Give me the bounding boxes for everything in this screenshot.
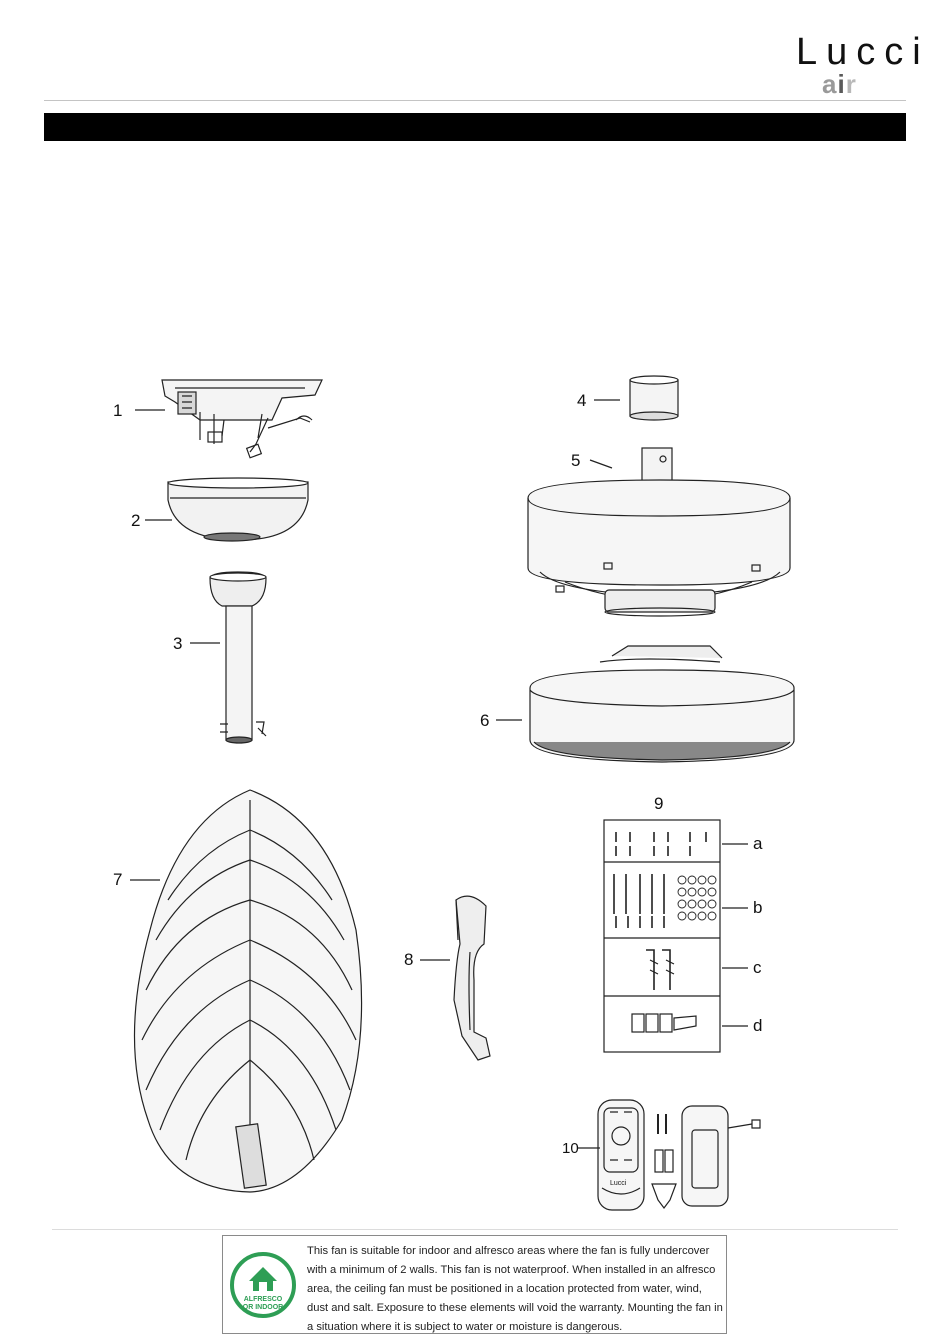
footer-divider (52, 1229, 898, 1230)
logo-wordmark: Lucci (796, 31, 930, 73)
part-label-1: 1 (113, 401, 123, 420)
downrod-illustration (209, 571, 267, 744)
part-label-4: 4 (577, 391, 587, 410)
part-label-5: 5 (571, 451, 581, 470)
hardware-label-c: c (753, 958, 762, 977)
hardware-bags-illustration (603, 819, 721, 1053)
header-rule (44, 100, 906, 101)
motor-housing-illustration (527, 447, 791, 617)
hardware-label-b: b (753, 898, 763, 917)
part-label-9: 9 (654, 794, 664, 813)
mounting-bracket-illustration (161, 379, 323, 459)
hardware-label-a: a (753, 834, 763, 853)
section-title-bar (44, 113, 906, 141)
badge-line2: OR INDOOR (243, 1304, 283, 1311)
badge-line1: ALFRESCO (244, 1296, 283, 1303)
logo-air: air (822, 69, 857, 99)
part-label-3: 3 (173, 634, 183, 653)
remote-brand-label: Lucci (610, 1180, 627, 1187)
part-label-6: 6 (480, 711, 490, 730)
canopy-illustration (167, 477, 309, 542)
hardware-label-d: d (753, 1016, 763, 1035)
blade-arm-illustration (453, 895, 491, 1061)
coupler-illustration (629, 375, 679, 421)
part-label-8: 8 (404, 950, 414, 969)
remote-set-illustration (597, 1099, 761, 1211)
part-label-10: 10 (562, 1140, 579, 1157)
alfresco-indoor-badge-icon: ALFRESCO OR INDOOR (230, 1252, 296, 1318)
part-label-7: 7 (113, 870, 123, 889)
notice-text: This fan is suitable for indoor and alfr… (307, 1245, 723, 1333)
lucci-air-logo: Lucci air (790, 30, 921, 99)
part-label-2: 2 (131, 511, 141, 530)
light-kit-illustration (529, 645, 795, 763)
alfresco-notice: ALFRESCO OR INDOOR This fan is suitable … (222, 1235, 727, 1334)
blade-illustration (133, 789, 363, 1193)
